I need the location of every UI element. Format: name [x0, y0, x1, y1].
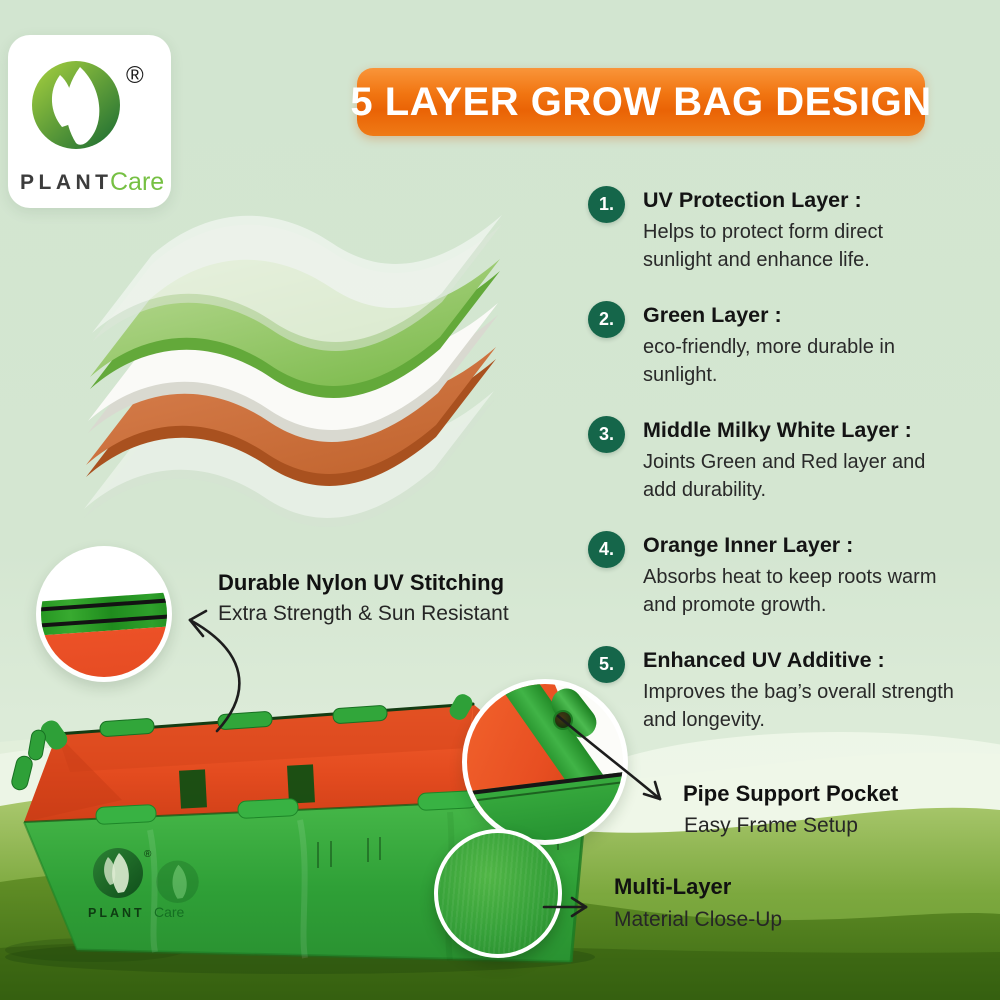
brand-logo-card: ® PLANT Care	[8, 35, 171, 208]
title-banner: 5 LAYER GROW BAG DESIGN	[350, 68, 931, 136]
feature-description: eco-friendly, more durable in sunlight.	[643, 336, 895, 386]
feature-title: Middle Milky White Layer :	[643, 418, 912, 442]
svg-text:Care: Care	[154, 904, 185, 920]
brand-logo: ® PLANT Care	[20, 61, 164, 196]
stitching-callout-subtitle: Extra Strength & Sun Resistant	[218, 602, 509, 625]
page-title: 5 LAYER GROW BAG DESIGN	[350, 79, 932, 124]
feature-number-badge: 4.	[588, 531, 625, 568]
feature-item-1: 1. UV Protection Layer : Helps to protec…	[588, 186, 955, 274]
feature-description: Improves the bag’s overall strength and …	[643, 681, 954, 731]
pipe-pocket-opening	[553, 710, 573, 730]
feature-number-badge: 5.	[588, 646, 625, 683]
feature-list: 1. UV Protection Layer : Helps to protec…	[588, 186, 978, 746]
brand-care-text: Care	[110, 168, 164, 196]
feature-item-2: 2. Green Layer : eco-friendly, more dura…	[588, 301, 955, 389]
registered-mark: ®	[126, 62, 144, 89]
pipe-pocket-closeup	[462, 679, 628, 845]
feature-title: Green Layer :	[643, 303, 782, 327]
feature-number-badge: 1.	[588, 186, 625, 223]
feature-item-4: 4. Orange Inner Layer : Absorbs heat to …	[588, 531, 955, 619]
svg-text:PLANT: PLANT	[88, 906, 145, 920]
feature-item-5: 5. Enhanced UV Additive : Improves the b…	[588, 646, 955, 734]
material-closeup	[434, 829, 562, 958]
feature-title: UV Protection Layer :	[643, 188, 862, 212]
feature-description: Helps to protect form direct sunlight an…	[643, 221, 884, 271]
feature-number-badge: 2.	[588, 301, 625, 338]
multi-layer-callout-title: Multi-Layer	[614, 874, 732, 899]
pipe-pocket-callout-subtitle: Easy Frame Setup	[684, 814, 858, 837]
feature-title: Orange Inner Layer :	[643, 533, 854, 557]
layer-stack-illustration	[84, 215, 502, 527]
feature-item-3: 3. Middle Milky White Layer : Joints Gre…	[588, 416, 955, 504]
pipe-pocket-callout-title: Pipe Support Pocket	[683, 781, 899, 806]
brand-plant-text: PLANT	[20, 171, 113, 194]
stitching-callout-title: Durable Nylon UV Stitching	[218, 570, 505, 595]
svg-text:®: ®	[144, 849, 152, 860]
feature-title: Enhanced UV Additive :	[643, 648, 885, 672]
bag-logo: ® PLANT Care	[88, 848, 185, 920]
stitching-closeup	[36, 546, 172, 682]
feature-description: Joints Green and Red layer and add durab…	[643, 451, 926, 501]
feature-number-badge: 3.	[588, 416, 625, 453]
stitch-orange-fabric	[41, 625, 167, 677]
multi-layer-callout-subtitle: Material Close-Up	[614, 908, 783, 931]
feature-description: Absorbs heat to keep roots warm and prom…	[643, 566, 937, 616]
